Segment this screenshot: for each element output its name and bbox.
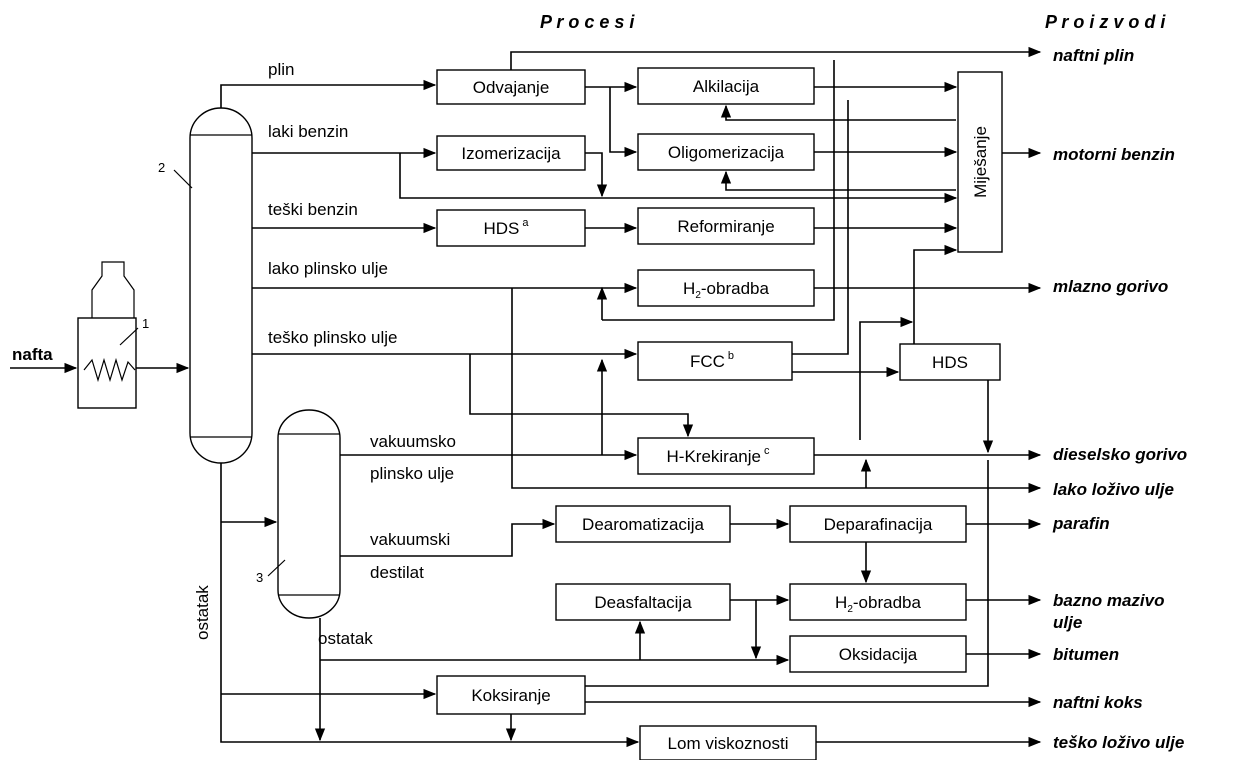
vacuum-column-pointer bbox=[267, 559, 286, 577]
product-dieselsko-gorivo: dieselsko gorivo bbox=[1053, 445, 1187, 464]
svg-text:Alkilacija: Alkilacija bbox=[693, 77, 760, 96]
process-koksiranje: Koksiranje bbox=[436, 675, 586, 715]
svg-text:HDS: HDS bbox=[932, 353, 968, 372]
svg-text:Oksidacija: Oksidacija bbox=[839, 645, 918, 664]
heating-coil-icon bbox=[83, 357, 136, 383]
stream-plinsko-ulje: plinsko ulje bbox=[370, 464, 454, 483]
stream-ostatak-vacuum: ostatak bbox=[318, 629, 373, 648]
process-reformiranje: Reformiranje bbox=[637, 207, 815, 245]
product-tesko-lozivo-ulje: teško loživo ulje bbox=[1053, 733, 1184, 752]
stream-tesko-plinsko-ulje: teško plinsko ulje bbox=[268, 328, 397, 347]
svg-text:Miješanje: Miješanje bbox=[971, 126, 990, 198]
process-mijesanje: Miješanje bbox=[957, 71, 1003, 253]
product-parafin: parafin bbox=[1052, 514, 1110, 533]
svg-text:Izomerizacija: Izomerizacija bbox=[461, 144, 561, 163]
svg-text:Oligomerizacija: Oligomerizacija bbox=[668, 143, 785, 162]
svg-text:H2-obradba: H2-obradba bbox=[683, 279, 769, 301]
process-alkilacija: Alkilacija bbox=[637, 67, 815, 105]
furnace-top bbox=[91, 261, 135, 318]
product-motorni-benzin: motorni benzin bbox=[1053, 145, 1175, 164]
process-oksidacija: Oksidacija bbox=[789, 635, 967, 673]
furnace-number: 1 bbox=[142, 316, 149, 331]
furnace-pointer bbox=[119, 327, 139, 346]
stream-teski-benzin: teški benzin bbox=[268, 200, 358, 219]
stream-vakuumsko: vakuumsko bbox=[370, 432, 456, 451]
vacuum-column-number: 3 bbox=[256, 570, 263, 585]
product-bitumen: bitumen bbox=[1053, 645, 1119, 664]
stream-destilat: destilat bbox=[370, 563, 424, 582]
svg-text:H2-obradba: H2-obradba bbox=[835, 593, 921, 615]
furnace-body bbox=[77, 317, 137, 409]
stream-lako-plinsko-ulje: lako plinsko ulje bbox=[268, 259, 388, 278]
product-mlazno-gorivo: mlazno gorivo bbox=[1053, 277, 1168, 296]
header-products: P r o i z v o d i bbox=[1045, 12, 1166, 32]
product-bazno-mazivo-ulje: ulje bbox=[1053, 613, 1082, 632]
svg-text:Dearomatizacija: Dearomatizacija bbox=[582, 515, 704, 534]
stream-vakuumski: vakuumski bbox=[370, 530, 450, 549]
column-pointer bbox=[173, 169, 193, 189]
svg-text:Odvajanje: Odvajanje bbox=[473, 78, 550, 97]
vacuum-column bbox=[277, 409, 341, 619]
product-lako-lozivo-ulje: lako loživo ulje bbox=[1053, 480, 1174, 499]
flow-lines bbox=[220, 46, 1042, 748]
process-hds: HDS bbox=[899, 343, 1001, 381]
process-h2-obradba-1: H2-obradba bbox=[637, 269, 815, 307]
feed-label: nafta bbox=[12, 345, 53, 364]
process-oligomerizacija: Oligomerizacija bbox=[637, 133, 815, 171]
process-lom-viskoznosti: Lom viskoznosti bbox=[639, 725, 817, 760]
svg-text:Deasfaltacija: Deasfaltacija bbox=[594, 593, 692, 612]
stream-plin: plin bbox=[268, 60, 294, 79]
header-processes: P r o c e s i bbox=[540, 12, 635, 32]
process-h2-obradba-2: H2-obradba bbox=[789, 583, 967, 621]
svg-text:Lom viskoznosti: Lom viskoznosti bbox=[668, 734, 789, 753]
stream-ostatak-main: ostatak bbox=[193, 585, 212, 640]
column-number: 2 bbox=[158, 160, 165, 175]
furnace bbox=[77, 261, 139, 409]
process-deparafinacija: Deparafinacija bbox=[789, 505, 967, 543]
svg-text:Koksiranje: Koksiranje bbox=[471, 686, 550, 705]
process-dearomatizacija: Dearomatizacija bbox=[555, 505, 731, 543]
stream-laki-benzin: laki benzin bbox=[268, 122, 348, 141]
process-deasfaltacija: Deasfaltacija bbox=[555, 583, 731, 621]
distillation-column bbox=[189, 107, 253, 464]
svg-text:Deparafinacija: Deparafinacija bbox=[824, 515, 933, 534]
product-bazno-mazivo: bazno mazivo bbox=[1053, 591, 1164, 610]
product-naftni-plin: naftni plin bbox=[1053, 46, 1134, 65]
product-naftni-koks: naftni koks bbox=[1053, 693, 1143, 712]
svg-text:Reformiranje: Reformiranje bbox=[677, 217, 774, 236]
process-odvajanje: Odvajanje bbox=[436, 69, 586, 105]
process-izomerizacija: Izomerizacija bbox=[436, 135, 586, 171]
